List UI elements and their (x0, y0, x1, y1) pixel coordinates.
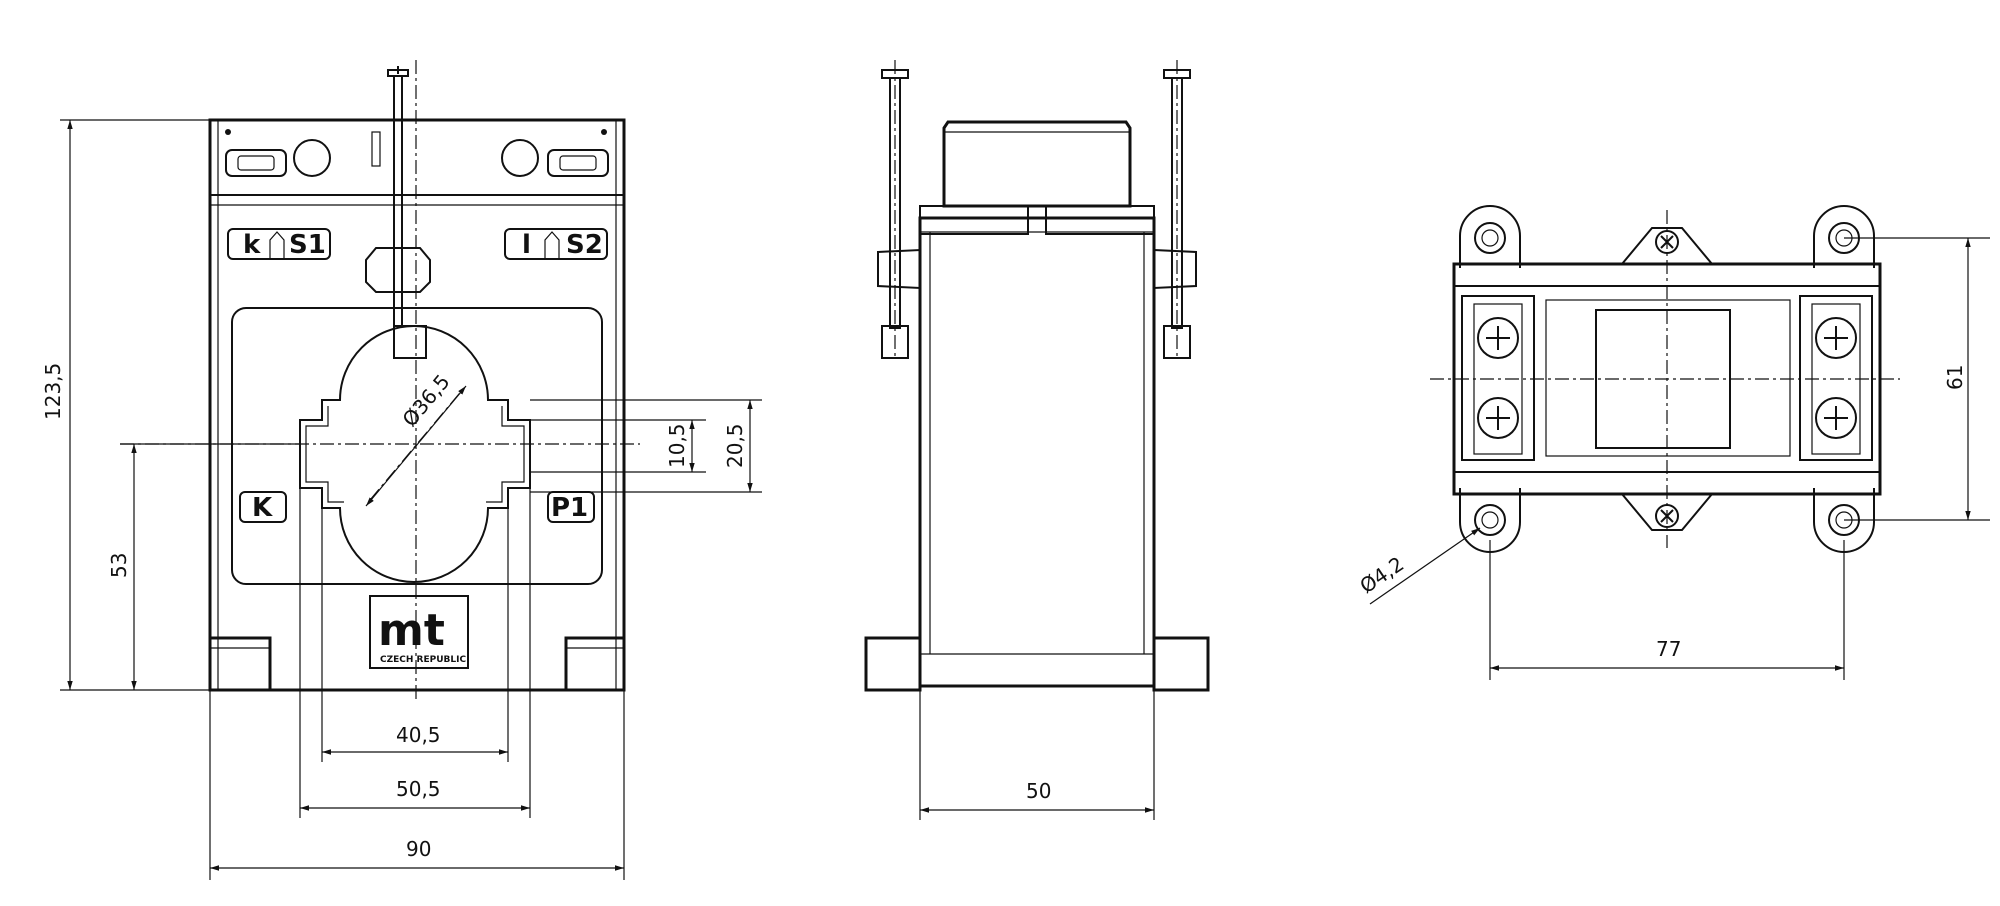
terminal-block-left (1461, 295, 1535, 461)
dim-center-height: 53 (107, 553, 131, 578)
side-foot-left (864, 636, 922, 692)
label-box-K (239, 491, 287, 523)
logo-text: mt (378, 605, 445, 656)
foot-left (208, 636, 272, 692)
label-k: k (243, 230, 261, 260)
clamp-screw (393, 75, 403, 327)
label-K: K (252, 493, 273, 523)
terminal-left (225, 149, 287, 177)
dim-inner-width: 40,5 (396, 723, 441, 747)
ear-top-left (1459, 205, 1521, 268)
front-view: k S1 l S2 K P1 mt CZECH REPUBLIC (41, 60, 762, 880)
dim-hole-diameter: Ø4,2 (1355, 552, 1408, 598)
dim-outer-width: 50,5 (396, 777, 441, 801)
logo-subtext: CZECH REPUBLIC (380, 655, 466, 665)
label-s1: S1 (289, 230, 326, 260)
terminal-block-right (1799, 295, 1873, 461)
side-body-outline (918, 216, 1156, 688)
terminal-right (547, 149, 609, 177)
side-upper-housing (942, 120, 1132, 208)
window-opening (231, 307, 603, 585)
bottom-view: 61 Ø4,2 77 (1355, 205, 1990, 680)
side-view: 50 (864, 60, 1210, 820)
screw-hole-right (501, 139, 539, 177)
dim-height: 123,5 (41, 363, 65, 420)
front-body-outline (208, 118, 626, 692)
dim-outer-gap: 20,5 (723, 423, 747, 468)
foot-right (564, 636, 626, 692)
dim-depth: 50 (1026, 779, 1051, 803)
dim-diameter: Ø36,5 (397, 370, 454, 432)
label-s2: S2 (566, 230, 603, 260)
conductor-aperture (299, 325, 531, 583)
screw-hole-left (293, 139, 331, 177)
dim-total-width: 90 (406, 837, 431, 861)
dim-inner-gap: 10,5 (665, 423, 689, 468)
dim-hole-spacing-v: 61 (1943, 365, 1967, 390)
label-l: l (522, 230, 531, 260)
clamp-nut (365, 247, 431, 293)
dim-hole-spacing-h: 77 (1656, 637, 1681, 661)
ear-top-right (1813, 205, 1875, 268)
logo-box (369, 595, 469, 669)
label-box-k-s1 (227, 228, 331, 260)
label-P1: P1 (551, 493, 588, 523)
side-foot-right (1152, 636, 1210, 692)
label-box-l-s2 (504, 228, 608, 260)
